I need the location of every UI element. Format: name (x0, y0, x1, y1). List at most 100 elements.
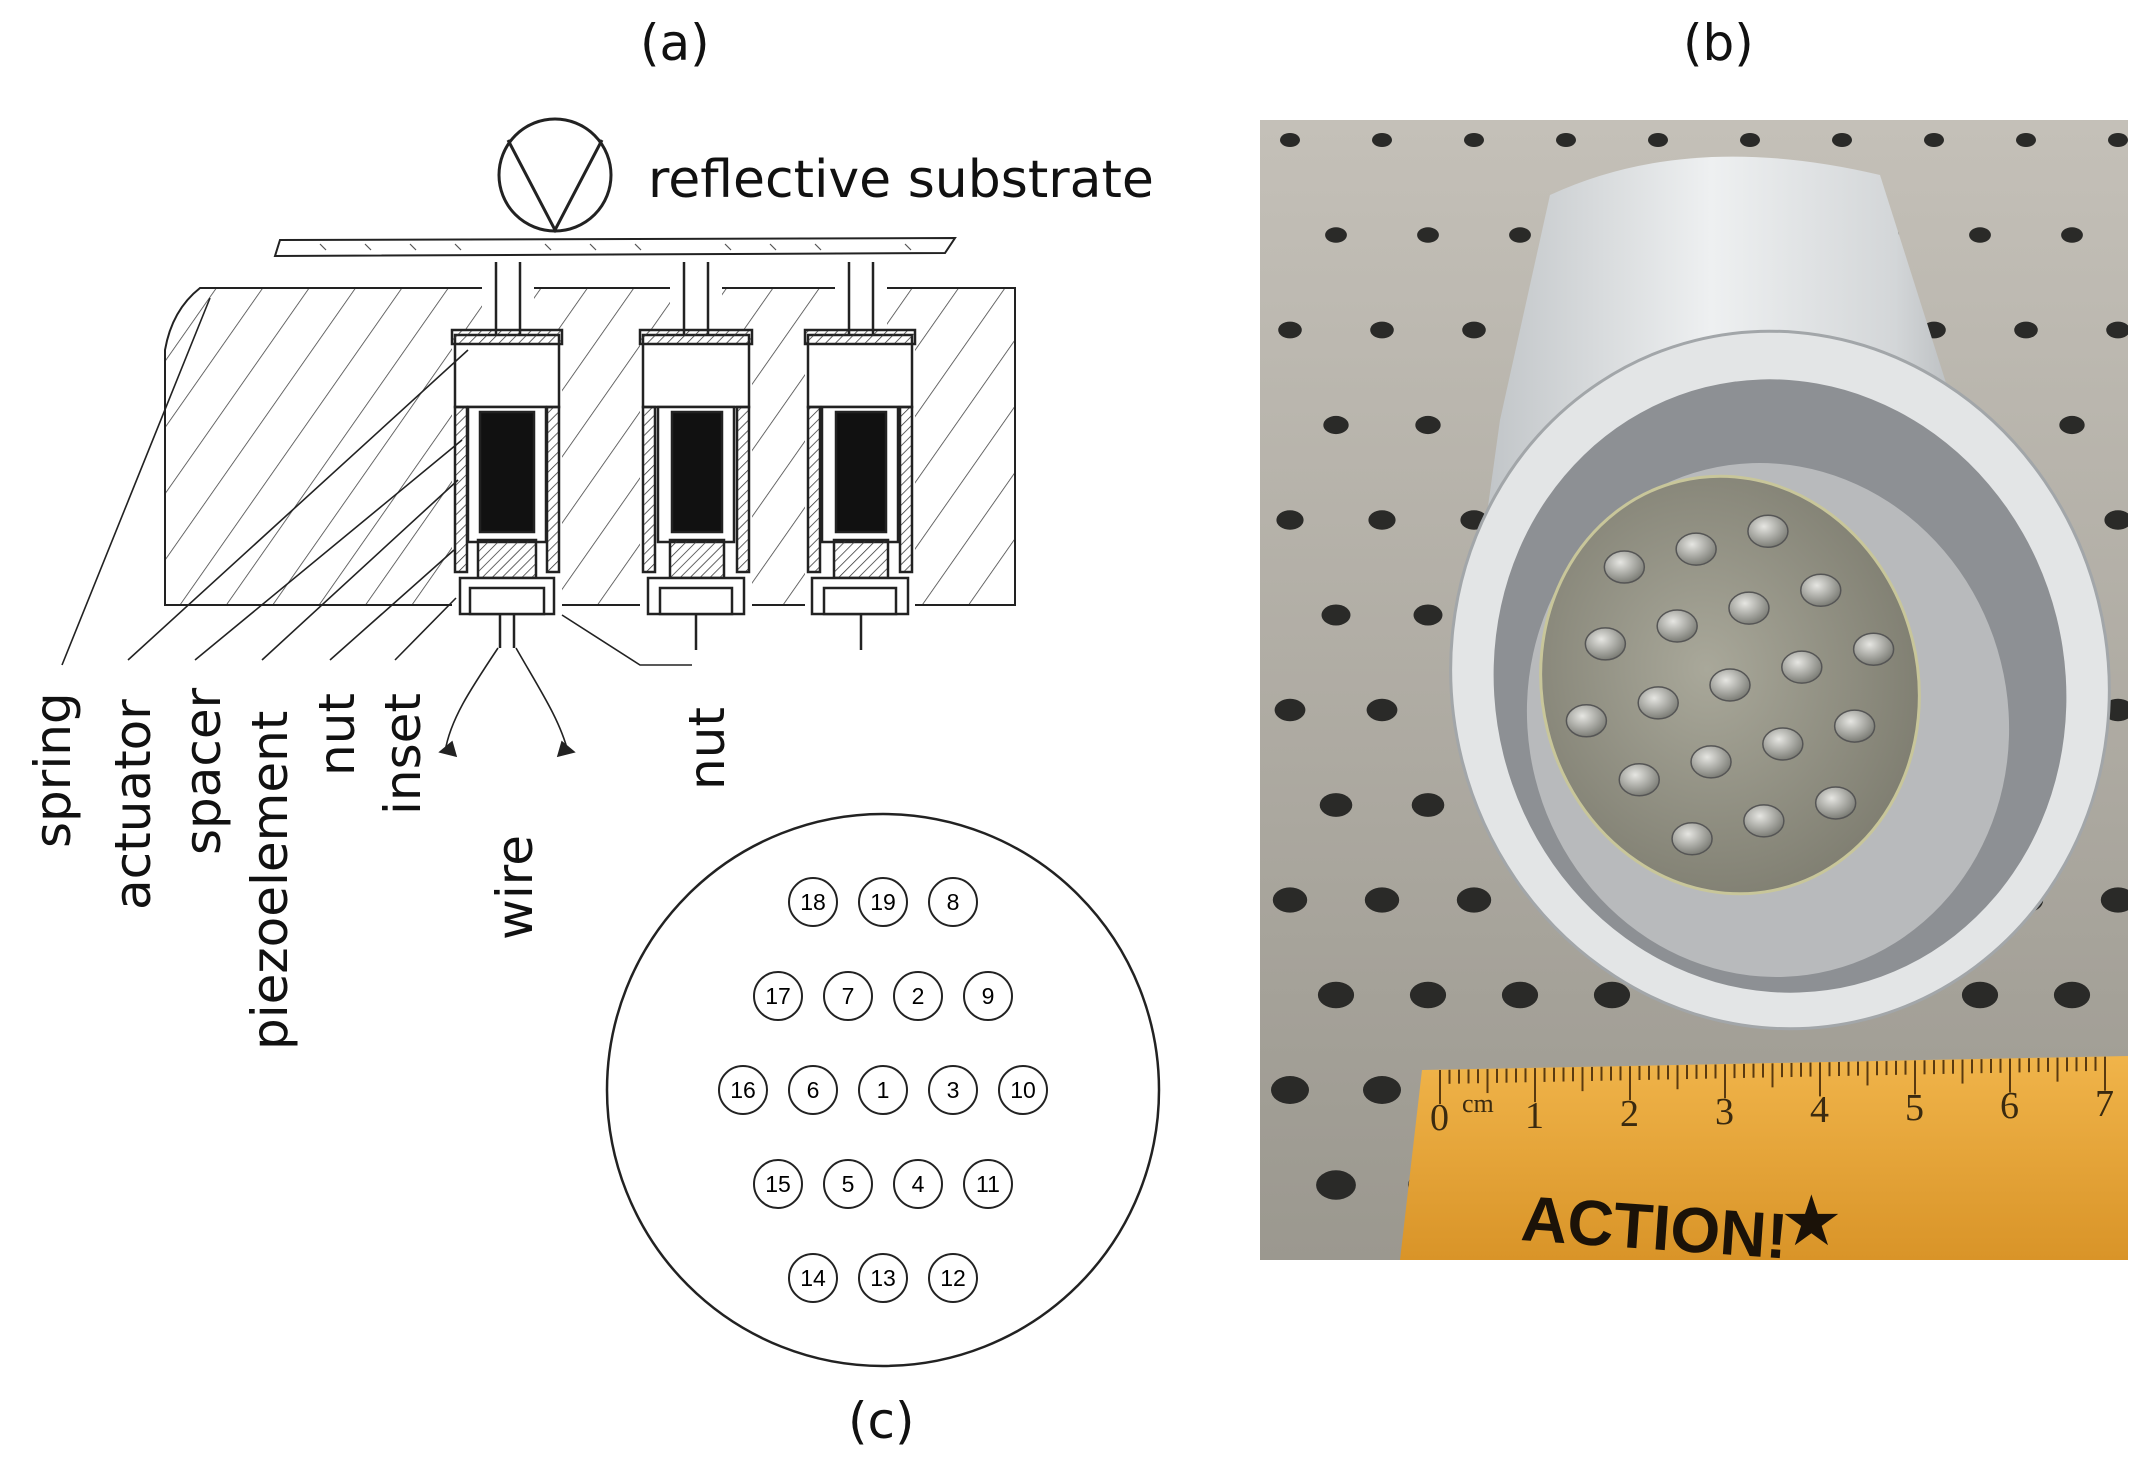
label-wire: wire (486, 834, 544, 940)
actuator-3 (803, 262, 917, 650)
actuator-2 (638, 262, 754, 650)
actuator-node-label: 12 (940, 1265, 966, 1291)
actuator-node-label: 8 (947, 889, 960, 915)
actuator-node-label: 13 (870, 1265, 896, 1291)
table-hole (1274, 698, 1306, 722)
actuator-node-label: 5 (842, 1171, 855, 1197)
actuator-node (788, 1253, 838, 1303)
ruler-number: 1 (1525, 1095, 1544, 1137)
actuator-node-label: 7 (842, 983, 855, 1009)
table-hole (1276, 510, 1304, 530)
mirror-pin (1709, 668, 1751, 702)
ruler-number: 6 (2000, 1085, 2019, 1127)
table-hole (1316, 1170, 1356, 1200)
actuator-node-label: 4 (912, 1171, 925, 1197)
table-hole (1961, 981, 1999, 1009)
mirror-pin (1603, 550, 1646, 584)
actuator-node-label: 18 (800, 889, 826, 915)
label-spacer: spacer (174, 687, 232, 855)
actuator-node (753, 1159, 803, 1209)
actuator-node (998, 1065, 1048, 1115)
mirror-pin (1637, 686, 1679, 720)
ruler-unit: cm (1462, 1089, 1494, 1118)
ruler-number: 3 (1715, 1091, 1734, 1133)
mirror-pin (1762, 727, 1804, 761)
table-hole (2014, 321, 2038, 339)
table-hole (1271, 1076, 1309, 1104)
table-hole (1417, 227, 1439, 243)
actuator-node-label: 10 (1010, 1077, 1036, 1103)
mirror-pin (1833, 709, 1876, 743)
actuator-node-label: 19 (870, 889, 896, 915)
label-nut-left: nut (308, 693, 366, 776)
table-hole (1272, 887, 1308, 913)
ruler-number: 0 (1430, 1097, 1449, 1139)
reflective-substrate-beam-icon (497, 117, 613, 234)
base-block (164, 287, 1016, 606)
table-hole (1832, 133, 1852, 147)
mirror-pin (1747, 514, 1789, 549)
ruler-number: 4 (1810, 1089, 1829, 1131)
actuator-node (823, 971, 873, 1021)
table-hole (1411, 793, 1445, 817)
table-hole (1325, 227, 1347, 243)
table-hole (1464, 133, 1484, 147)
table-hole (1509, 227, 1531, 243)
table-hole (1280, 133, 1300, 147)
table-hole (1323, 415, 1349, 435)
label-actuator: actuator (104, 699, 162, 910)
mirror-pin (1656, 609, 1698, 643)
ruler-number: 5 (1905, 1087, 1924, 1129)
panel-label-b: (b) (1683, 14, 1754, 72)
table-hole (1924, 133, 1944, 147)
table-hole (1648, 133, 1668, 147)
mirror-pin (1584, 627, 1627, 661)
table-hole (1372, 133, 1392, 147)
actuator-node (963, 1159, 1013, 1209)
actuator-node-label: 9 (982, 983, 995, 1009)
table-hole (1321, 604, 1351, 626)
table-hole (1317, 981, 1355, 1009)
mirror-pin (1781, 650, 1823, 684)
table-hole (1364, 887, 1400, 913)
table-hole (2108, 133, 2128, 147)
actuator-node-label: 16 (730, 1077, 756, 1103)
actuator-node (893, 971, 943, 1021)
actuator-node (893, 1159, 943, 1209)
table-hole (1368, 510, 1396, 530)
label-inset: inset (374, 693, 432, 815)
mirror-pin (1690, 745, 1732, 779)
actuator-node-label: 3 (947, 1077, 960, 1103)
table-hole (2106, 321, 2128, 339)
table-hole (1740, 133, 1760, 147)
actuator-node-label: 11 (976, 1171, 1000, 1197)
actuator-node-label: 1 (877, 1077, 890, 1103)
mirror-pin (1852, 632, 1895, 666)
actuator-node (788, 1065, 838, 1115)
actuator-node (788, 877, 838, 927)
actuator-node-label: 2 (912, 983, 925, 1009)
table-hole (1969, 227, 1991, 243)
actuator-node (753, 971, 803, 1021)
table-hole (2100, 887, 2128, 913)
mirror-pin (1728, 591, 1770, 625)
table-hole (2059, 415, 2085, 435)
actuator-node-label: 17 (765, 983, 791, 1009)
mirror-pin (1565, 704, 1608, 738)
actuator-node (928, 1065, 978, 1115)
ruler-number: 7 (2095, 1083, 2114, 1125)
table-hole (2104, 510, 2128, 530)
actuator-node (823, 1159, 873, 1209)
panel-label-a: (a) (640, 14, 710, 72)
table-hole (1456, 887, 1492, 913)
actuator-node-label: 6 (807, 1077, 820, 1103)
table-hole (1413, 604, 1443, 626)
actuator-node (858, 1253, 908, 1303)
actuator-node-label: 14 (800, 1265, 826, 1291)
table-hole (2061, 227, 2083, 243)
reflective-substrate-label: reflective substrate (648, 150, 1154, 210)
ruler-number: 2 (1620, 1093, 1639, 1135)
